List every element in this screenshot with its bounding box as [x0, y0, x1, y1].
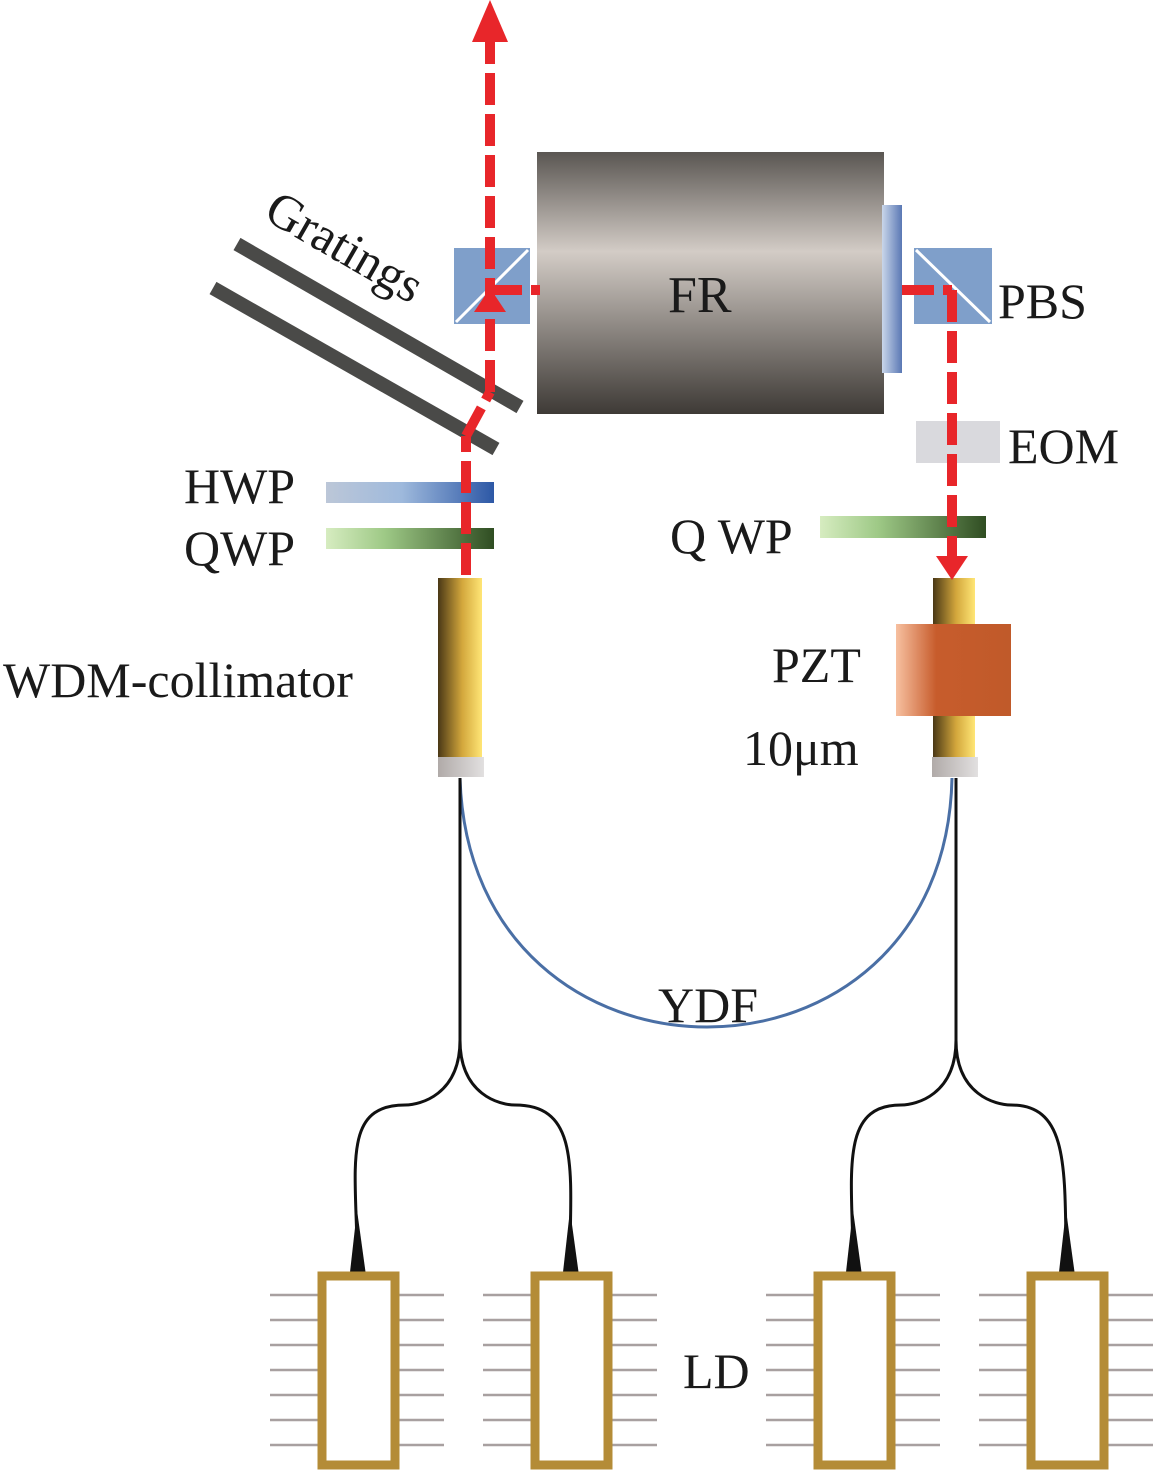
laser-beam — [461, 42, 957, 575]
label-pzt-travel: 10μm — [743, 720, 859, 776]
qwp-plate-right — [820, 516, 986, 538]
pump-fibers — [353, 778, 1068, 1246]
wdm-collimator-left — [438, 578, 484, 777]
grating-upper — [233, 237, 524, 414]
qwp-plate-left — [326, 528, 494, 549]
label-ld: LD — [683, 1343, 750, 1399]
label-pzt: PZT — [772, 637, 861, 693]
arrow-up-icon — [474, 288, 506, 312]
label-ydf: YDF — [658, 977, 758, 1033]
collimator-cap-right — [932, 757, 978, 777]
laser-diode-1 — [270, 1271, 444, 1470]
hwp-plate — [326, 482, 494, 503]
faraday-rotator-plate — [882, 205, 902, 373]
fiber-taper-icons — [348, 1210, 1077, 1290]
faraday-rotator — [537, 152, 884, 414]
label-wdm-collimator: WDM-collimator — [3, 652, 353, 708]
ydf-fiber — [458, 777, 954, 1029]
arrow-up-icon — [472, 0, 508, 42]
label-fr: FR — [668, 267, 732, 324]
eom — [916, 421, 1000, 463]
arrow-down-icon — [936, 556, 968, 580]
collimator-cap-left — [438, 757, 484, 777]
label-eom: EOM — [1008, 418, 1119, 474]
grating-lower — [209, 281, 500, 456]
laser-diode-2 — [483, 1271, 657, 1470]
laser-diode-3 — [766, 1271, 940, 1470]
label-hwp: HWP — [184, 458, 295, 514]
pzt-actuator — [896, 624, 1011, 716]
laser-diode-4 — [979, 1271, 1153, 1470]
label-gratings: Gratings — [257, 179, 434, 314]
label-pbs: PBS — [998, 273, 1087, 329]
laser-diodes — [270, 1271, 1153, 1470]
label-qwp-left: QWP — [184, 520, 295, 576]
label-qwp-right: Q WP — [670, 508, 793, 564]
gratings — [209, 237, 524, 456]
